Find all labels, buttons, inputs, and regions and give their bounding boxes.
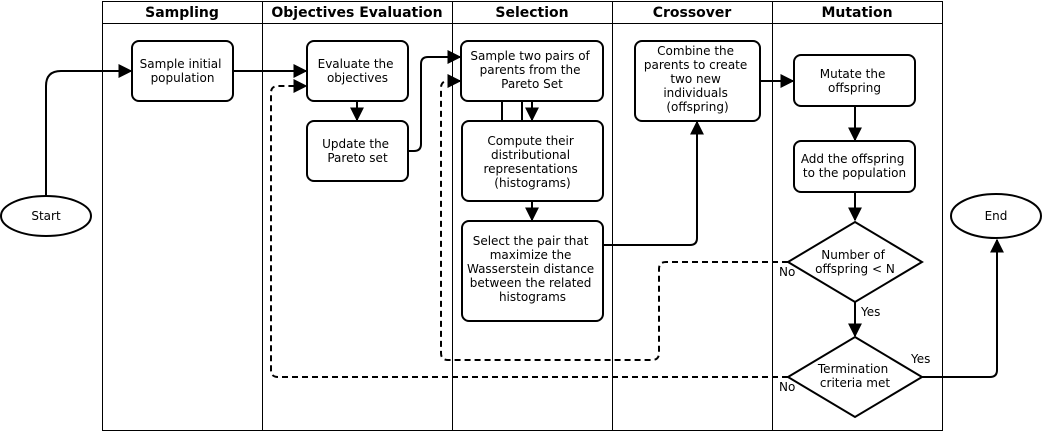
lane-title-crossover: Crossover (653, 5, 732, 21)
label-n-yes: Yes (860, 305, 880, 319)
select-pair-box (461, 220, 604, 322)
edge-decision-n-no (440, 74, 788, 361)
edge-decision-term-no (270, 79, 788, 378)
select-pair-label: Select the pair that maximize the Wasser… (467, 234, 598, 304)
end-label: End (985, 209, 1008, 223)
mutate-offspring-box (793, 54, 916, 107)
start-node (0, 195, 92, 237)
swimlane-frame (102, 1, 943, 431)
lane-title-sampling: Sampling (145, 5, 219, 21)
decision-offspring-count (786, 220, 924, 304)
evaluate-objectives-label: Evaluate the objectives (318, 57, 398, 85)
sample-population-label: Sample initial population (140, 57, 226, 85)
lane-title-selection: Selection (495, 5, 568, 21)
lane-title-mutation: Mutation (821, 5, 892, 21)
edge-select-to-combine (603, 120, 704, 246)
label-term-no: No (779, 380, 795, 394)
update-pareto-box (306, 120, 409, 182)
update-pareto-label: Update the Pareto set (322, 137, 393, 165)
mutate-offspring-label: Mutate the offspring (820, 67, 889, 95)
sample-pairs-box (460, 40, 604, 102)
compute-representations-label: Compute their distributional representat… (483, 134, 581, 190)
label-term-yes: Yes (910, 352, 930, 366)
compute-representations-box (461, 120, 604, 202)
start-label: Start (31, 209, 61, 223)
decision-offspring-count-label: Number of offspring < N (815, 248, 895, 276)
sample-pairs-connector (501, 100, 523, 122)
end-node (950, 193, 1042, 239)
combine-parents-label: Combine the parents to create two new in… (644, 44, 751, 114)
edge-start-to-sample (45, 64, 133, 196)
decision-termination (786, 335, 924, 419)
edges (45, 50, 1004, 378)
edge-decision-term-yes (922, 238, 1004, 378)
add-offspring-label: Add the offspring to the population (801, 152, 908, 180)
decision-termination-label: Termination criteria met (817, 362, 892, 390)
label-n-no: No (779, 265, 795, 279)
evaluate-objectives-box (306, 40, 409, 102)
edge-update-to-sample-pairs (408, 50, 462, 152)
sample-population-box (131, 40, 234, 102)
sample-pairs-label: Sample two pairs of parents from the Par… (470, 49, 593, 91)
lane-title-objectives: Objectives Evaluation (271, 5, 442, 21)
combine-parents-box (634, 40, 761, 122)
add-offspring-box (793, 140, 916, 193)
